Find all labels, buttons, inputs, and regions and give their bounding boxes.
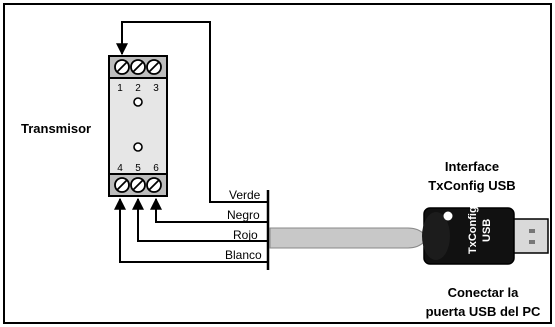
transmitter-module: 1 2 3 4 5 6 xyxy=(108,55,168,197)
usb-connector-hole-upper xyxy=(529,229,535,233)
terminal-number-6: 6 xyxy=(153,163,159,174)
wire-negro xyxy=(150,197,268,223)
top-screw-1 xyxy=(114,59,130,75)
instruction-line2: puerta USB del PC xyxy=(426,304,541,319)
wire-rojo xyxy=(132,197,268,242)
bottom-screw-4 xyxy=(114,177,130,193)
terminal-number-3: 3 xyxy=(153,83,159,94)
transmitter-label: Transmisor xyxy=(21,121,91,136)
usb-device-text-line2: USB xyxy=(481,219,493,242)
usb-device-text-line1: TxConfig xyxy=(467,206,479,254)
bottom-screw-5 xyxy=(130,177,146,193)
usb-connector xyxy=(513,218,549,254)
interface-title-line1: Interface xyxy=(445,159,499,174)
bottom-screw-6 xyxy=(146,177,162,193)
top-screw-3 xyxy=(146,59,162,75)
wire-label-verde: Verde xyxy=(229,188,261,202)
usb-interface-device: TxConfig USB xyxy=(422,206,549,265)
top-screw-2 xyxy=(130,59,146,75)
wire-label-negro: Negro xyxy=(227,208,260,222)
usb-connector-hole-lower xyxy=(529,240,535,244)
terminal-number-4: 4 xyxy=(117,163,123,174)
wire-blanco xyxy=(114,197,268,263)
terminal-number-5: 5 xyxy=(135,163,141,174)
usb-cable xyxy=(269,227,425,249)
wire-verde xyxy=(116,21,268,203)
module-body xyxy=(108,55,168,197)
usb-status-led xyxy=(443,211,453,221)
wire-label-rojo: Rojo xyxy=(233,228,258,242)
indicator-hole-upper xyxy=(133,97,143,107)
indicator-hole-lower xyxy=(133,142,143,152)
wire-label-blanco: Blanco xyxy=(225,248,262,262)
instruction-line1: Conectar la xyxy=(448,285,520,300)
terminal-number-1: 1 xyxy=(117,83,123,94)
interface-title-line2: TxConfig USB xyxy=(428,178,515,193)
usb-device-shading xyxy=(422,212,450,260)
outer-frame xyxy=(3,3,552,324)
terminal-number-2: 2 xyxy=(135,83,141,94)
